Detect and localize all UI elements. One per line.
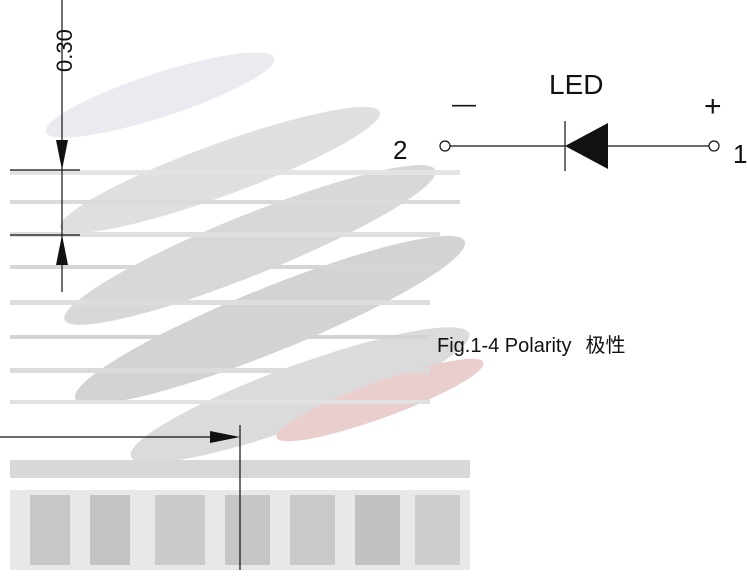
dimension-annotation	[10, 0, 80, 292]
figure-caption: Fig.1-4 Polarity 极性	[437, 329, 640, 358]
terminal-right	[708, 140, 720, 152]
dimension-value: 0.30	[52, 29, 77, 72]
leader-line	[0, 425, 241, 570]
terminal-left	[439, 140, 451, 152]
dimension-arrow-up	[56, 235, 68, 265]
led-symbol	[439, 121, 720, 171]
schematic-title: LED	[549, 69, 603, 100]
watermark-artwork	[10, 52, 484, 570]
diode-triangle	[565, 123, 608, 169]
pin-label-left: 2	[393, 135, 407, 165]
dimension-arrow-down	[56, 140, 68, 170]
pin-label-right: 1	[733, 139, 747, 169]
minus-sign: —	[452, 91, 476, 118]
caption-figure-label: Fig.1-4 Polarity	[437, 335, 572, 357]
caption-chinese-label: 极性	[585, 335, 626, 357]
plus-sign: +	[704, 90, 722, 123]
